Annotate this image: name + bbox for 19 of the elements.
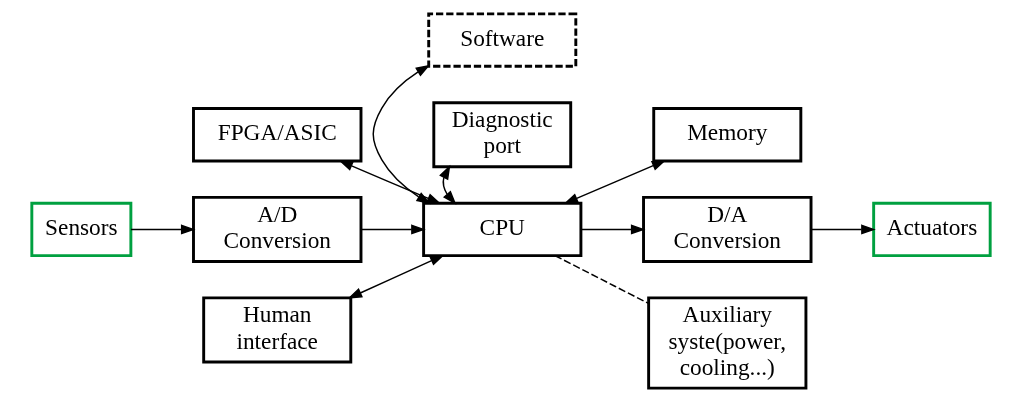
node-box: A/D Conversion: [191, 195, 362, 263]
node-box: Human interface: [201, 296, 352, 364]
node-box: CPU: [421, 201, 582, 258]
arrow: [563, 160, 666, 204]
node-box: D/A Conversion: [641, 195, 812, 263]
arrow: [810, 224, 876, 235]
arrow: [347, 254, 444, 299]
arrow: [438, 164, 456, 205]
connector: [554, 255, 649, 305]
arrow: [360, 224, 426, 235]
node-box: Auxiliary syste(power, cooling...): [646, 296, 807, 390]
node-box: Memory: [651, 107, 802, 163]
node-box: Actuators: [871, 201, 992, 258]
node-box: Software: [426, 12, 577, 68]
node-box: FPGA/ASIC: [191, 107, 362, 163]
arrow: [129, 224, 196, 235]
node-box: Diagnostic port: [431, 101, 572, 169]
arrow: [580, 224, 645, 235]
node-box: Sensors: [29, 201, 132, 258]
